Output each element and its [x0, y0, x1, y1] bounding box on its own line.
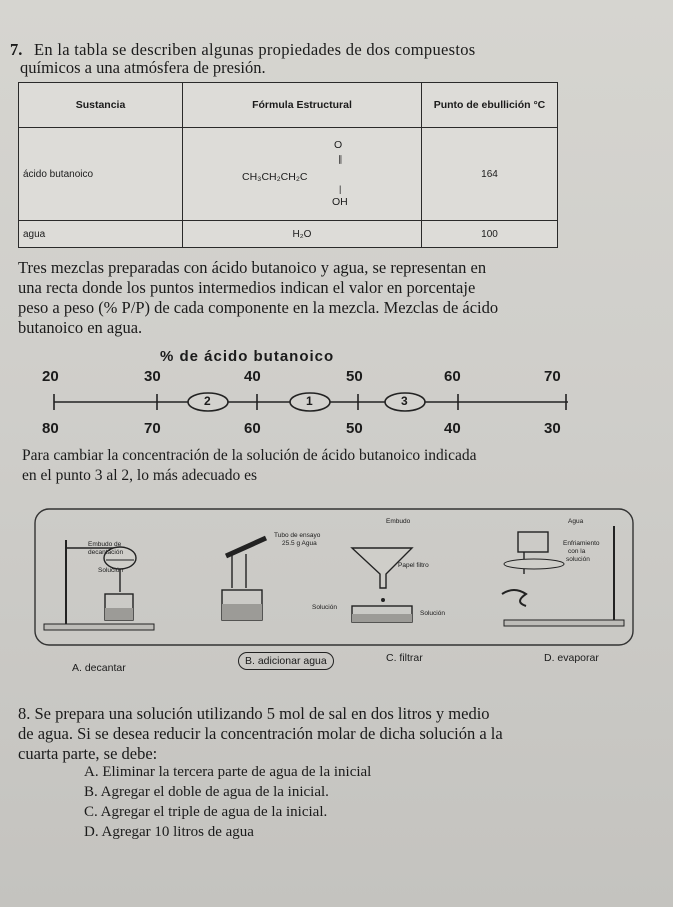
- top-number: 20: [42, 368, 59, 385]
- bottom-number: 80: [42, 420, 59, 437]
- note-d-with: con la: [568, 548, 586, 555]
- top-number: 70: [544, 368, 561, 385]
- note-c-solution: Solución: [420, 610, 445, 617]
- single-bond-mark: |: [339, 184, 342, 194]
- cell-boiling-butanoic: 164: [421, 127, 558, 221]
- header-formula: Fórmula Estructural: [182, 82, 422, 128]
- bottom-number: 70: [144, 420, 161, 437]
- header-substance: Sustancia: [18, 82, 183, 128]
- table-row: agua H₂O 100: [18, 220, 558, 248]
- note-d-water: Agua: [568, 518, 584, 525]
- q7-question-line1: Para cambiar la concentración de la solu…: [22, 447, 477, 464]
- double-bond-mark: ∥: [338, 154, 343, 164]
- note-b-water: 25.5 g Agua: [282, 540, 317, 547]
- option-c-label[interactable]: C. filtrar: [386, 652, 423, 664]
- top-number: 40: [244, 368, 261, 385]
- separatory-funnel-icon: [43, 540, 155, 631]
- q8-line3: cuarta parte, se debe:: [18, 744, 158, 763]
- option-d-label[interactable]: D. evaporar: [544, 652, 599, 664]
- bottom-number: 40: [444, 420, 461, 437]
- q7-para-line2: una recta donde los puntos intermedios i…: [18, 278, 476, 297]
- top-number: 60: [444, 368, 461, 385]
- note-a-solution: Solución: [98, 567, 123, 574]
- q8-option-c[interactable]: C. Agregar el triple de agua de la inici…: [84, 804, 328, 820]
- diagram-title: % de ácido butanoico: [160, 348, 335, 365]
- point-label: 3: [401, 394, 408, 408]
- top-number: 50: [346, 368, 363, 385]
- table-row: ácido butanoico O ∥ CH₃CH₂CH₂C | OH 164: [18, 127, 558, 221]
- bottom-number: 50: [346, 420, 363, 437]
- cell-formula-butanoic: O ∥ CH₃CH₂CH₂C | OH: [182, 127, 422, 221]
- note-b-solution: Solución: [312, 604, 337, 611]
- cell-formula-water: H₂O: [182, 220, 422, 248]
- point-label: 1: [306, 394, 313, 408]
- bottom-number: 30: [544, 420, 561, 437]
- q8-option-b[interactable]: B. Agregar el doble de agua de la inicia…: [84, 784, 329, 800]
- cell-substance-water: agua: [18, 220, 183, 248]
- q7-number: 7.: [10, 40, 23, 59]
- test-tube-icon: [221, 535, 268, 621]
- bottom-number: 60: [244, 420, 261, 437]
- note-d-solution: solución: [566, 556, 590, 563]
- note-a-funnel: Embudo de: [88, 541, 122, 548]
- q7-intro-line1: En la tabla se describen algunas propied…: [34, 40, 476, 59]
- formula-oxygen: O: [334, 139, 343, 151]
- options-illustration: [34, 508, 634, 646]
- q8-line1: 8. Se prepara una solución utilizando 5 …: [18, 704, 490, 723]
- note-c-funnel: Embudo: [386, 518, 411, 525]
- option-a-label[interactable]: A. decantar: [72, 662, 126, 674]
- q8-line2: de agua. Si se desea reducir la concentr…: [18, 724, 503, 743]
- formula-hydroxyl: OH: [332, 196, 348, 208]
- note-c-paper: Papel filtro: [398, 562, 429, 569]
- q8-option-d[interactable]: D. Agregar 10 litros de agua: [84, 824, 254, 840]
- number-line: [53, 392, 568, 412]
- point-label: 2: [204, 394, 211, 408]
- cell-boiling-water: 100: [421, 220, 558, 248]
- note-d-cooling: Enfriamiento: [563, 540, 600, 547]
- q7-para-line4: butanoico en agua.: [18, 318, 143, 337]
- table-header-row: Sustancia Fórmula Estructural Punto de e…: [18, 82, 558, 128]
- q7-para-line1: Tres mezclas preparadas con ácido butano…: [18, 258, 487, 277]
- note-a-decantation: decantación: [88, 549, 124, 556]
- header-boiling-point: Punto de ebullición °C: [421, 82, 558, 128]
- q8-option-a[interactable]: A. Eliminar la tercera parte de agua de …: [84, 764, 372, 780]
- formula-chain: CH₃CH₂CH₂C: [242, 171, 308, 183]
- q7-question-line2: en el punto 3 al 2, lo más adecuado es: [22, 467, 258, 484]
- top-number: 30: [144, 368, 161, 385]
- q7-para-line3: peso a peso (% P/P) de cada componente e…: [18, 298, 499, 317]
- properties-table: Sustancia Fórmula Estructural Punto de e…: [18, 82, 558, 248]
- q7-intro-line2: químicos a una atmósfera de presión.: [20, 58, 266, 77]
- note-b-tube: Tubo de ensayo: [274, 532, 321, 539]
- option-b-label[interactable]: B. adicionar agua: [238, 652, 334, 670]
- filter-funnel-icon: [350, 547, 414, 623]
- cell-substance-butanoic: ácido butanoico: [18, 127, 183, 221]
- evaporation-apparatus-icon: [501, 526, 625, 627]
